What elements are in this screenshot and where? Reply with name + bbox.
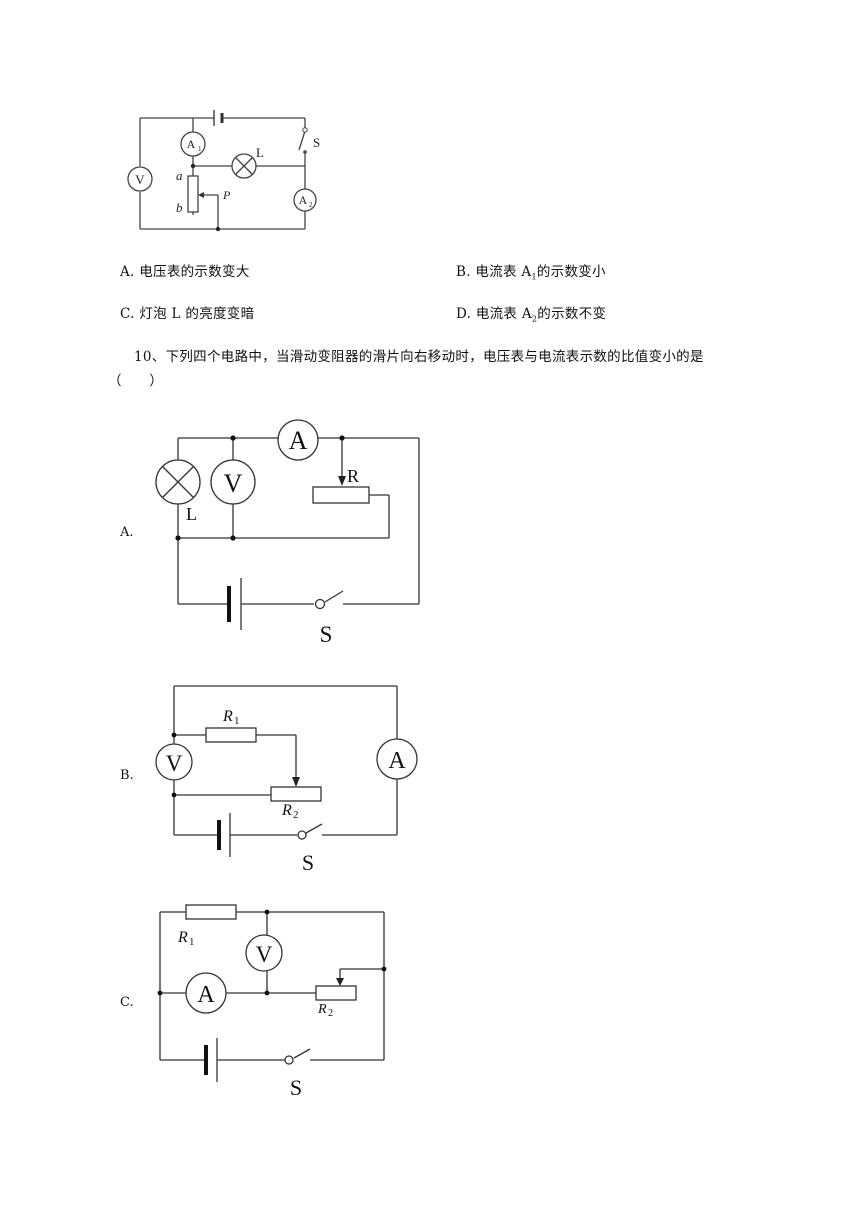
q10a-switch-label: S [320,622,333,647]
q10b-r1-label: R [222,708,233,725]
q10c-r1-sub: 1 [189,936,195,948]
q10c-switch-label: S [290,1075,302,1100]
q9-ammeter2-label: A [299,193,308,207]
q10c-voltmeter-label: V [256,942,273,967]
option-subscript: 1 [531,272,537,282]
q9-ammeter1-sub: 1 [198,145,202,153]
q10-stem: 10、下列四个电路中，当滑动变阻器的滑片向右移动时，电压表与电流表示数的比值变小… [134,349,704,365]
option-letter: D. [456,306,472,322]
q10c-r2-label: R [317,1002,327,1017]
q10-answer-blank: （ ） [108,373,164,389]
q9-ammeter1-label: A [187,137,196,151]
q10c-ammeter-label: A [197,982,215,1008]
option-text: 灯泡 L 的亮度变暗 [139,306,255,322]
q10a-ammeter-label: A [289,426,308,455]
q10b-ammeter-label: A [388,748,406,774]
q10-circuit-a-diagram: A V L R S [155,419,420,647]
option-text: 电流表 A [475,306,532,322]
q9-voltmeter-label: V [135,172,145,187]
q9-slider-label: P [222,188,231,202]
q9-circuit-diagram: V A 1 A 2 L S a b P [127,110,320,232]
q10-circuit-b-diagram: V A R 1 R 2 S [155,685,418,875]
q9-end-a-label: a [176,168,183,183]
q10c-r1-label: R [177,929,188,946]
q10b-voltmeter-label: V [166,751,183,776]
q10c-r2-sub: 2 [328,1008,333,1019]
q9-ammeter2-sub: 2 [309,201,313,209]
q9-option-b[interactable]: B. 电流表 A1的示数变小 [456,260,606,282]
option-letter: A. [120,264,135,280]
q10a-voltmeter-label: V [224,469,243,498]
option-text: 电流表 A [475,264,532,280]
q10b-switch-label: S [302,850,314,875]
q9-option-c[interactable]: C. 灯泡 L 的亮度变暗 [120,302,254,322]
q9-end-b-label: b [176,200,183,215]
q10-circuit-c-diagram: V A R 1 R 2 S [157,904,387,1100]
q9-lamp-label: L [256,145,264,160]
option-letter: C. [120,306,135,322]
q10b-r2-sub: 2 [293,809,299,821]
option-subscript: 2 [531,314,538,324]
q10a-resistor-label: R [347,466,359,486]
q10-circuit-a-letter[interactable]: A. [120,525,134,540]
q10b-r2-label: R [281,802,292,819]
q9-option-a[interactable]: A. 电压表的示数变大 [120,260,250,280]
q9-option-d[interactable]: D. 电流表 A2的示数不变 [456,302,606,324]
option-text-tail: 的示数变小 [536,264,606,280]
option-text-tail: 的示数不变 [537,306,607,322]
q10b-r1-sub: 1 [234,715,240,727]
q10-circuit-b-letter[interactable]: B. [120,768,134,783]
option-text: 电压表的示数变大 [139,264,250,280]
option-letter: B. [456,264,471,280]
q10a-lamp-label: L [186,504,197,524]
q10-circuit-c-letter[interactable]: C. [120,995,134,1010]
q9-switch-label: S [313,135,320,150]
